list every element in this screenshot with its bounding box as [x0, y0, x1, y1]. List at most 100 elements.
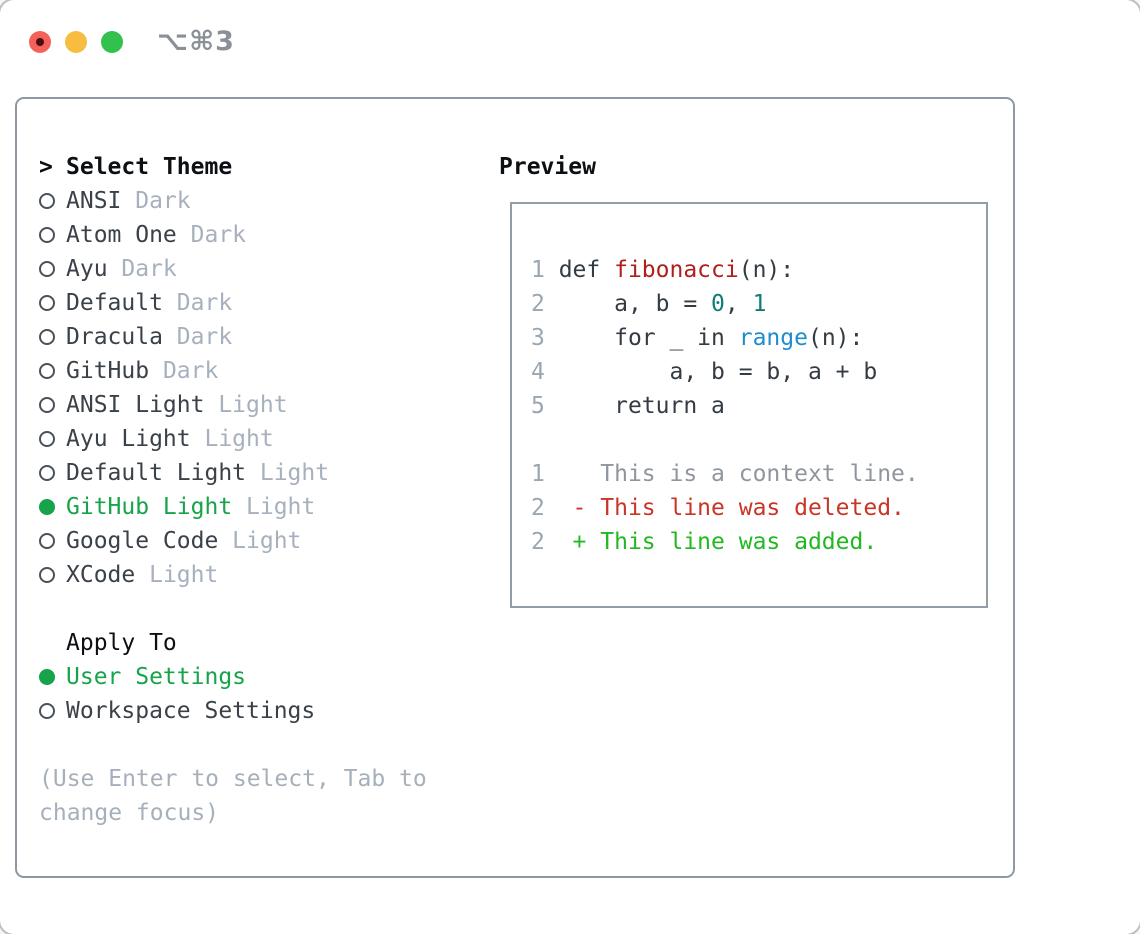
theme-name: Atom One — [66, 222, 177, 248]
code-line: 2 a, b = 0, 1 — [531, 287, 986, 321]
close-dot-icon — [36, 37, 44, 46]
help-line-1: (Use Enter to select, Tab to — [39, 766, 427, 792]
radio-marker — [39, 261, 66, 277]
apply-to-header: Apply To — [39, 626, 427, 660]
close-button[interactable] — [29, 30, 51, 53]
code-line: 1 def fibonacci(n): — [531, 253, 986, 287]
line-number: 1 — [531, 461, 559, 487]
radio-icon — [39, 193, 55, 209]
radio-marker — [39, 533, 66, 549]
theme-item[interactable]: ANSI Light Light — [39, 388, 427, 422]
code-token: return a — [558, 393, 725, 419]
window-title: ⌥⌘3 — [157, 26, 235, 57]
theme-variant: Dark — [135, 188, 191, 214]
theme-variant: Dark — [121, 256, 177, 282]
cursor-icon: > — [39, 154, 53, 180]
help-text: (Use Enter to select, Tab to change focu… — [39, 762, 427, 830]
code-line — [531, 423, 986, 457]
radio-icon — [39, 397, 55, 413]
radio-icon — [39, 533, 55, 549]
apply-to-title: Apply To — [66, 630, 177, 656]
code-token: def — [558, 257, 615, 283]
code-token: fibonacci — [614, 257, 739, 283]
theme-item[interactable]: ANSI Dark — [39, 184, 427, 218]
theme-variant: Light — [218, 392, 288, 418]
code-line: 1 This is a context line. — [531, 457, 986, 491]
theme-variant: Light — [232, 528, 302, 554]
code-token: (n): — [807, 325, 864, 351]
radio-marker — [39, 431, 66, 447]
apply-to-name: Workspace Settings — [66, 698, 316, 724]
theme-item[interactable]: Ayu Dark — [39, 252, 427, 286]
line-number: 2 — [531, 495, 559, 521]
theme-variant: Dark — [162, 358, 219, 384]
theme-item[interactable]: Ayu Light Light — [39, 422, 427, 456]
theme-item[interactable]: Atom One Dark — [39, 218, 427, 252]
radio-marker — [39, 499, 66, 515]
theme-name: Ayu Light — [66, 426, 191, 452]
radio-marker — [39, 465, 66, 481]
apply-to-item[interactable]: User Settings — [39, 660, 427, 694]
theme-variant: Light — [149, 562, 219, 588]
theme-name: Default — [66, 290, 163, 316]
theme-name: Ayu — [66, 256, 108, 282]
preview-title: Preview — [499, 154, 596, 180]
line-number: 3 — [531, 325, 559, 351]
theme-name: Dracula — [66, 324, 163, 350]
radio-marker — [39, 295, 66, 311]
theme-name: ANSI Light — [66, 392, 205, 418]
theme-variant: Dark — [176, 290, 233, 316]
radio-marker — [39, 363, 66, 379]
theme-item[interactable]: Default Light Light — [39, 456, 427, 490]
theme-variant: Light — [259, 460, 330, 486]
theme-name: GitHub — [66, 358, 150, 384]
line-number: 5 — [531, 393, 559, 419]
code-token: a, b = — [558, 291, 712, 317]
preview-pane: Preview 1 def fibonacci(n):2 a, b = 0, 1… — [499, 150, 988, 608]
radio-selected-icon — [39, 669, 55, 685]
apply-to-item[interactable]: Workspace Settings — [39, 694, 427, 728]
line-number: 2 — [531, 291, 559, 317]
code-token: 0 — [711, 291, 725, 317]
code-token: 1 — [752, 291, 767, 317]
code-line: 2 - This line was deleted. — [531, 491, 986, 525]
theme-item[interactable]: Google Code Light — [39, 524, 427, 558]
line-number: 1 — [531, 257, 559, 283]
minimize-button[interactable] — [65, 30, 87, 53]
radio-icon — [39, 363, 55, 379]
radio-icon — [39, 295, 55, 311]
radio-marker — [39, 703, 66, 719]
radio-icon — [39, 703, 55, 719]
zoom-button[interactable] — [101, 30, 123, 53]
theme-variant: Dark — [176, 324, 233, 350]
radio-icon — [39, 431, 55, 447]
code-token: for _ in — [558, 325, 739, 351]
theme-variant: Light — [204, 426, 274, 452]
theme-name: Default Light — [66, 460, 247, 486]
code-line: 3 for _ in range(n): — [531, 321, 986, 355]
theme-variant: Dark — [190, 222, 247, 248]
code-token: , — [724, 291, 753, 317]
radio-marker — [39, 227, 66, 243]
radio-icon — [39, 227, 55, 243]
line-number: 2 — [531, 529, 559, 555]
theme-item[interactable]: GitHub Dark — [39, 354, 427, 388]
theme-name: ANSI — [66, 188, 122, 214]
radio-selected-icon — [39, 499, 55, 515]
radio-icon — [39, 261, 55, 277]
code-token: This is a context line. — [558, 461, 919, 487]
theme-name: Google Code — [66, 528, 219, 554]
theme-item[interactable]: Default Dark — [39, 286, 427, 320]
apply-to-name: User Settings — [66, 664, 247, 690]
code-token: range — [738, 325, 808, 351]
theme-item[interactable]: Dracula Dark — [39, 320, 427, 354]
select-theme-header: > Select Theme — [39, 150, 427, 184]
radio-marker — [39, 567, 66, 583]
